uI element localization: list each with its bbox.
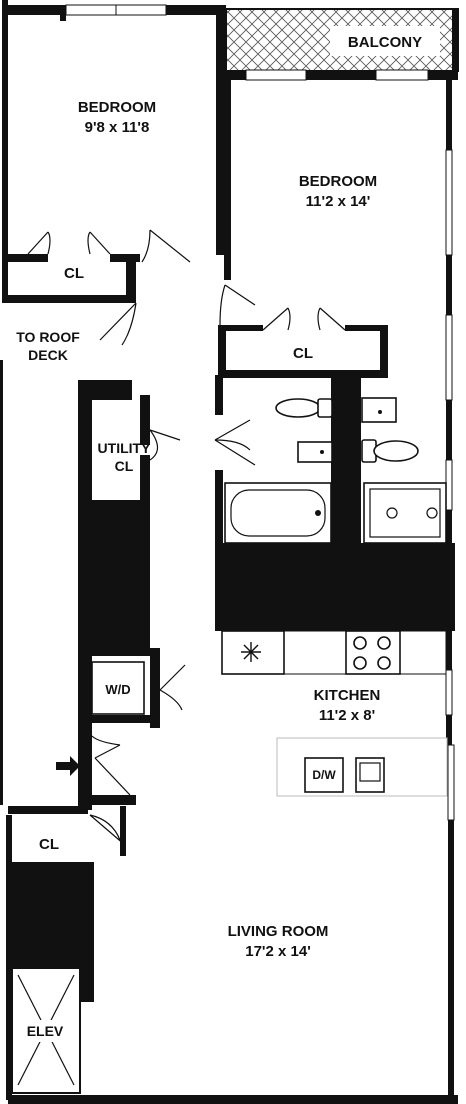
bedroom-1-dims: 9'8 x 11'8 — [85, 119, 150, 136]
toilet-2 — [373, 440, 419, 462]
toilet-1 — [275, 398, 321, 418]
living-room-name: LIVING ROOM — [228, 923, 329, 940]
elevator-label: ELEV — [27, 1023, 64, 1039]
arrow-right-icon — [56, 756, 80, 776]
utility-closet — [92, 402, 140, 500]
kitchen-fixtures: D/W — [221, 630, 448, 797]
stove-burners-icon — [353, 636, 391, 670]
living-room-dims: 17'2 x 14' — [245, 943, 311, 960]
washer-dryer — [91, 661, 145, 715]
shower — [363, 482, 447, 544]
balcony: BALCONY — [225, 8, 459, 72]
snowflake-icon — [241, 642, 261, 662]
kitchen-dims: 11'2 x 8' — [319, 707, 375, 724]
bedroom-1-name: BEDROOM — [78, 99, 156, 116]
elevator: ELEV — [11, 967, 81, 1094]
bedroom-2-dims: 11'2 x 14' — [306, 193, 371, 210]
doors — [27, 229, 346, 846]
dishwasher — [304, 757, 344, 793]
sink-2 — [361, 397, 397, 423]
bedroom-2-closet-label: CL — [293, 345, 313, 362]
utility-closet-label-line2: CL — [115, 458, 134, 474]
dishwasher-label: D/W — [312, 768, 336, 782]
bathroom-fixtures — [224, 397, 447, 544]
sink-1 — [297, 441, 333, 463]
washer-dryer-label: W/D — [105, 682, 130, 697]
kitchen-sink — [355, 757, 385, 793]
roof-deck-label-line1: TO ROOF — [16, 329, 80, 345]
living-closet-label: CL — [39, 836, 59, 853]
stove — [345, 630, 401, 675]
bedroom-2-name: BEDROOM — [299, 173, 377, 190]
utility-closet-label-line1: UTILITY — [98, 440, 152, 456]
balcony-label: BALCONY — [348, 34, 422, 51]
kitchen-name: KITCHEN — [314, 687, 381, 704]
bedroom-1-closet-label: CL — [64, 265, 84, 282]
bathtub — [224, 482, 332, 544]
windows — [65, 4, 455, 821]
roof-deck-label-line2: DECK — [28, 347, 68, 363]
